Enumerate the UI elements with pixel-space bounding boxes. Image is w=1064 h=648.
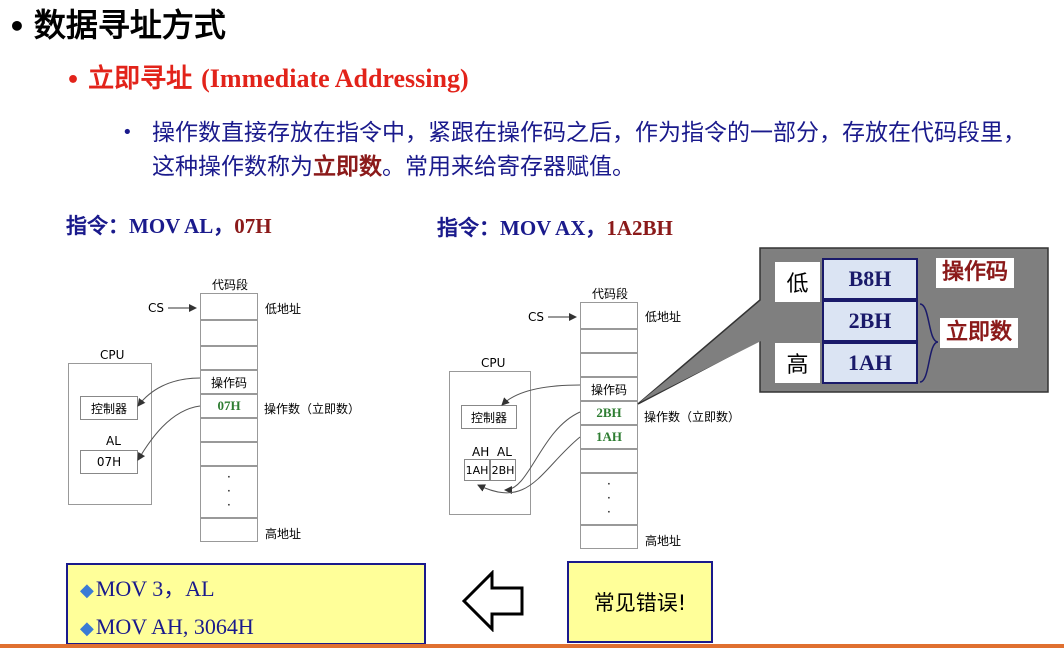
d2-imm-high-cell: 1AH <box>580 425 638 449</box>
description-emphasis: 立即数 <box>313 154 382 180</box>
d2-segment-label: 代码段 <box>592 287 629 301</box>
d2-imm-low: 2BH <box>596 405 622 420</box>
example1-colon: ： <box>108 214 129 238</box>
example2-instruction: 指令：MOV AX，1A2BH <box>437 212 673 242</box>
d1-mem-cell <box>200 418 258 442</box>
d1-mem-cell <box>200 320 258 346</box>
subheading-cn: 立即寻址 <box>88 64 193 94</box>
callout-high: 高 <box>775 343 820 383</box>
callout-brace <box>919 303 939 383</box>
d1-high-addr: 高地址 <box>265 527 302 541</box>
d2-mem-cell <box>580 473 638 525</box>
example2-operand: 1A2BH <box>606 216 673 240</box>
d2-high-addr: 高地址 <box>645 534 682 548</box>
subheading: • 立即寻址 (Immediate Addressing) <box>66 58 469 95</box>
description-part2: 。常用来给寄存器赋值。 <box>382 154 635 180</box>
example2-colon: ： <box>479 216 500 240</box>
d1-reg-value: 07H <box>80 450 138 474</box>
d2-dots: ··· <box>607 477 611 519</box>
d2-cs-label: CS <box>528 310 544 324</box>
d2-controller: 控制器 <box>461 405 517 429</box>
d2-al-value: 2BH <box>490 459 516 481</box>
d1-controller: 控制器 <box>80 396 138 420</box>
example1-operand: 07H <box>234 214 272 238</box>
d2-cpu-label: CPU <box>481 356 506 370</box>
subheading-en: (Immediate Addressing) <box>201 64 469 93</box>
error-item-2: ◆MOV AH, 3064H <box>80 614 254 639</box>
d2-imm-low-cell: 2BH <box>580 401 638 425</box>
description-bullet: • <box>122 122 133 143</box>
example1-instr-label: 指令 <box>66 214 108 238</box>
d1-mem-cell <box>200 518 258 542</box>
callout-byte-0: B8H <box>822 258 918 300</box>
title-text: 数据寻址方式 <box>33 6 226 44</box>
d1-mem-cell <box>200 442 258 466</box>
d2-operand-label: 操作数（立即数） <box>644 410 741 424</box>
d2-opcode-label: 操作码 <box>590 382 627 397</box>
d1-mem-cell <box>200 293 258 320</box>
d1-cs-label: CS <box>148 301 164 315</box>
d2-low-addr: 低地址 <box>645 310 682 324</box>
d1-immediate-value: 07H <box>217 398 241 413</box>
d1-reg-name: AL <box>106 434 121 448</box>
callout-opcode-label: 操作码 <box>936 258 1015 288</box>
d1-immediate-cell: 07H <box>200 394 258 418</box>
d1-segment-label: 代码段 <box>212 278 249 292</box>
example2-instr-label: 指令 <box>437 216 479 240</box>
d2-mem-cell <box>580 302 638 329</box>
page-title: •数据寻址方式 <box>8 0 226 46</box>
error-item-1: ◆MOV 3，AL <box>80 576 215 601</box>
common-errors-label: 常见错误! <box>567 561 713 643</box>
d1-opcode-cell: 操作码 <box>200 370 258 394</box>
d2-cpu-box <box>449 371 531 515</box>
callout-byte-2: 1AH <box>822 342 918 384</box>
example2-op: MOV AX， <box>500 216 607 240</box>
subheading-bullet: • <box>66 68 81 93</box>
d1-cpu-box <box>68 363 152 505</box>
left-arrow-icon <box>462 570 524 632</box>
callout-immediate-label: 立即数 <box>940 318 1019 348</box>
bottom-accent-line <box>0 644 1064 648</box>
d1-dots: ··· <box>227 470 231 512</box>
d2-reg-al: AL <box>497 445 512 459</box>
d2-imm-high: 1AH <box>596 429 622 444</box>
d1-opcode-label: 操作码 <box>210 375 247 390</box>
example1-instruction: 指令：MOV AL，07H <box>66 210 272 240</box>
description-part1: 操作数直接存放在指令中，紧跟在操作码之后，作为指令的一部分，存放在代码段里，这种… <box>152 120 1026 180</box>
callout-byte-1: 2BH <box>822 300 918 342</box>
d1-operand-label: 操作数（立即数） <box>264 402 361 416</box>
callout-low: 低 <box>775 262 820 302</box>
d2-mem-cell <box>580 329 638 353</box>
d2-opcode-cell: 操作码 <box>580 377 638 401</box>
d2-mem-cell <box>580 449 638 473</box>
d2-mem-cell <box>580 353 638 377</box>
d1-low-addr: 低地址 <box>265 302 302 316</box>
d1-mem-cell <box>200 346 258 370</box>
d1-mem-cell <box>200 466 258 518</box>
d2-ah-value: 1AH <box>464 459 490 481</box>
example1-op: MOV AL， <box>129 214 235 238</box>
description: • 操作数直接存放在指令中，紧跟在操作码之后，作为指令的一部分，存放在代码段里，… <box>122 116 1042 184</box>
d2-mem-cell <box>580 525 638 549</box>
common-errors-box: ◆MOV 3，AL ◆MOV AH, 3064H <box>66 563 426 645</box>
d2-reg-ah: AH <box>472 445 490 459</box>
title-bullet: • <box>8 10 26 43</box>
d1-cpu-label: CPU <box>100 348 125 362</box>
